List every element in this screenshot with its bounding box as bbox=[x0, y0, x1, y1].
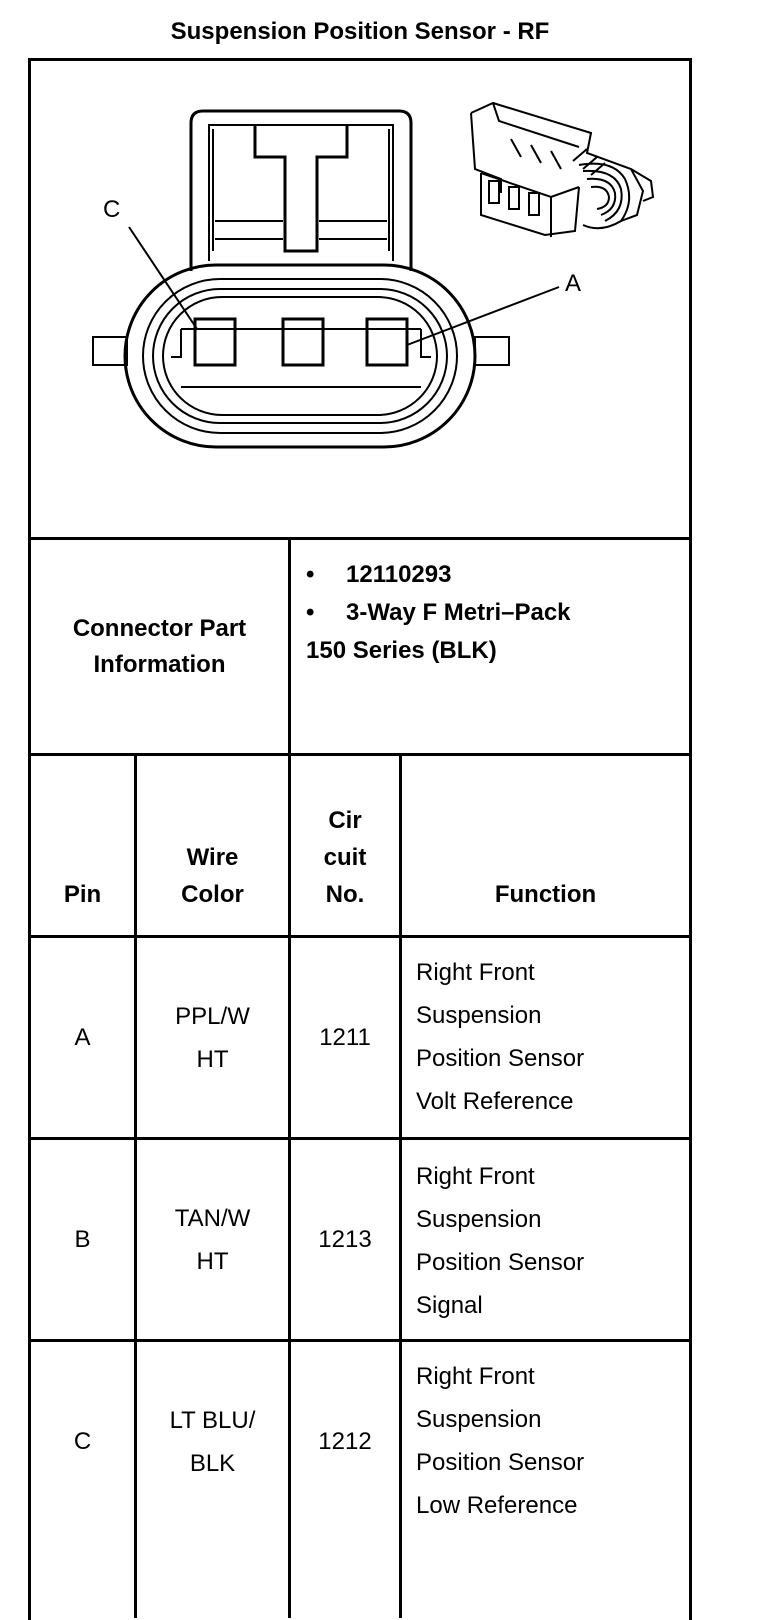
divider bbox=[134, 753, 137, 1618]
connector-diagram: C A bbox=[92, 101, 655, 449]
3-pin-connector-face-icon bbox=[92, 109, 510, 449]
part-number-line: • 12110293 bbox=[306, 556, 686, 594]
header-function-text: Function bbox=[494, 881, 597, 908]
wire-color-line1: TAN/W bbox=[174, 1204, 251, 1232]
bullet: • bbox=[306, 561, 315, 588]
header-wire-color-line2: Color bbox=[181, 881, 244, 908]
header-wire-color-line1: Wire bbox=[186, 844, 239, 871]
function-line: Right Front bbox=[416, 959, 535, 986]
divider bbox=[399, 753, 402, 1618]
connector-info-details: • 12110293 • 3-Way F Metri–Pack 150 Series… bbox=[306, 556, 686, 670]
table-row-a-pin: A bbox=[31, 938, 134, 1137]
divider bbox=[28, 753, 692, 756]
callout-c-label: C bbox=[103, 196, 120, 223]
circuit-value: 1211 bbox=[319, 1024, 371, 1051]
page-title: Suspension Position Sensor - RF bbox=[170, 18, 550, 45]
bullet: • bbox=[306, 599, 315, 626]
function-line: Signal bbox=[416, 1292, 483, 1319]
table-row-c-pin: C bbox=[31, 1342, 134, 1541]
header-circuit-line2: cuit bbox=[323, 844, 367, 871]
function-line: Suspension bbox=[416, 1406, 542, 1433]
function-line: Suspension bbox=[416, 1206, 542, 1233]
header-pin-text: Pin bbox=[63, 881, 102, 908]
table-row-a-circuit: 1211 bbox=[291, 938, 399, 1137]
table-row-b-function: Right Front Suspension Position Sensor S… bbox=[416, 1155, 584, 1327]
wire-color-line1: LT BLU/ bbox=[169, 1406, 256, 1434]
table-row-b-wire: TAN/W HT bbox=[137, 1140, 288, 1339]
function-line: Suspension bbox=[416, 1002, 542, 1029]
header-circuit-line3: No. bbox=[325, 881, 365, 908]
function-line: Right Front bbox=[416, 1363, 535, 1390]
divider bbox=[288, 537, 291, 1618]
header-wire-color: Wire Color bbox=[137, 756, 288, 935]
circuit-value: 1213 bbox=[318, 1226, 372, 1253]
wire-color-line1: PPL/W bbox=[175, 1002, 250, 1030]
description-line2: 150 Series (BLK) bbox=[306, 637, 497, 664]
pin-value: C bbox=[73, 1428, 92, 1455]
header-function: Function bbox=[402, 756, 689, 935]
header-pin: Pin bbox=[31, 756, 134, 935]
function-line: Right Front bbox=[416, 1163, 535, 1190]
circuit-value: 1212 bbox=[318, 1428, 372, 1455]
divider bbox=[28, 1137, 692, 1140]
connector-info-label-line1: Connector Part bbox=[72, 614, 247, 642]
header-circuit-line1: Cir bbox=[328, 807, 362, 834]
wire-color-line2: BLK bbox=[189, 1449, 236, 1477]
connector-info-label-line2: Information bbox=[93, 650, 226, 678]
header-circuit-no: Cir cuit No. bbox=[291, 756, 399, 935]
table-row-c-function: Right Front Suspension Position Sensor L… bbox=[416, 1355, 584, 1527]
function-line: Position Sensor bbox=[416, 1249, 585, 1276]
function-line: Position Sensor bbox=[416, 1449, 585, 1476]
table-row-b-pin: B bbox=[31, 1140, 134, 1339]
wire-color-line2: HT bbox=[196, 1045, 229, 1073]
connector-info-label: Connector Part Information bbox=[31, 540, 288, 753]
description-line: • 3-Way F Metri–Pack bbox=[306, 594, 686, 632]
callout-leaders bbox=[128, 226, 560, 346]
callout-a-label: A bbox=[565, 270, 581, 297]
divider bbox=[28, 1339, 692, 1342]
function-line: Volt Reference bbox=[416, 1088, 574, 1115]
table-row-c-circuit: 1212 bbox=[291, 1342, 399, 1541]
description-line1: 3-Way F Metri–Pack bbox=[346, 599, 571, 626]
table-row-b-circuit: 1213 bbox=[291, 1140, 399, 1339]
part-number: 12110293 bbox=[346, 561, 452, 588]
function-line: Low Reference bbox=[416, 1492, 578, 1519]
table-row-c-wire: LT BLU/ BLK bbox=[137, 1342, 288, 1541]
divider bbox=[28, 935, 692, 938]
wire-color-line2: HT bbox=[196, 1247, 229, 1275]
pin-value: A bbox=[74, 1024, 91, 1051]
pin-value: B bbox=[74, 1226, 91, 1253]
pinout-table-frame bbox=[28, 58, 692, 1620]
table-row-a-wire: PPL/W HT bbox=[137, 938, 288, 1137]
connector-perspective-icon bbox=[470, 101, 655, 237]
function-line: Position Sensor bbox=[416, 1045, 585, 1072]
table-row-a-function: Right Front Suspension Position Sensor V… bbox=[416, 951, 584, 1123]
divider bbox=[28, 537, 692, 540]
